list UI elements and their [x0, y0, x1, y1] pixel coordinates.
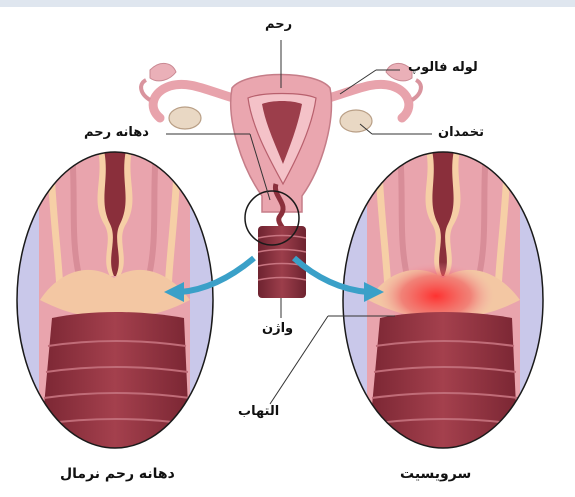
normal-cervix-inset	[15, 150, 214, 450]
label-ovary: تخمدان	[438, 125, 484, 140]
label-cervix: دهانه رحم	[84, 125, 149, 140]
label-uterus: رحم	[265, 17, 292, 32]
right-ovary	[340, 110, 372, 132]
left-fimbriae	[150, 63, 176, 80]
left-fimbriae-strand	[141, 80, 150, 100]
cervicitis-side-tissue-left	[343, 150, 367, 450]
normal-side-tissue-left	[15, 150, 39, 450]
right-fimbriae-strand	[412, 80, 421, 100]
cervicitis-side-tissue-right	[520, 150, 544, 450]
cervicitis-vagina	[368, 312, 518, 450]
label-inflammation: التهاب	[238, 404, 279, 419]
label-fallopian-tube: لوله فالوپ	[408, 60, 478, 75]
normal-side-tissue-right	[190, 150, 214, 450]
label-normal-cervix: دهانه رحم نرمال	[60, 466, 175, 482]
label-cervicitis: سرویسیت	[400, 466, 471, 482]
normal-vagina	[40, 312, 190, 450]
label-vagina: واژن	[262, 321, 293, 336]
cervicitis-inset	[343, 150, 544, 450]
left-ovary	[169, 107, 201, 129]
